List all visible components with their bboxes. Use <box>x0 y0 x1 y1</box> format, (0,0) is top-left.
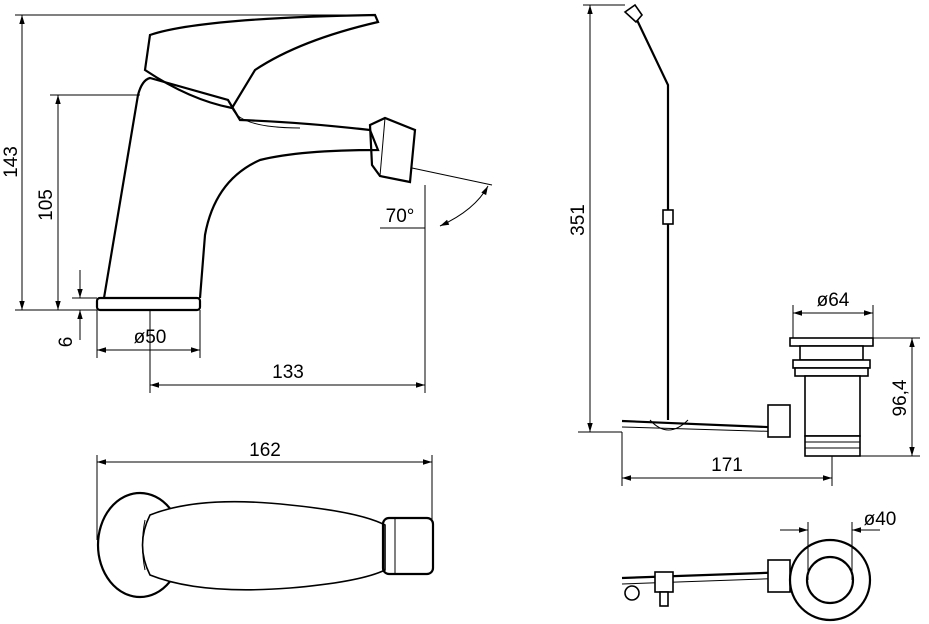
mixer-top-view <box>96 491 435 599</box>
pop-up-waste-top-view <box>621 538 872 622</box>
dim-total-height: 143 <box>1 146 22 178</box>
pop-up-waste-side-view <box>621 3 874 457</box>
dim-waste-diameter: ø64 <box>817 290 850 311</box>
dim-base-height: 6 <box>56 337 77 348</box>
top-view-dimensions: 162 <box>96 440 433 540</box>
dim-waste-height: 96,4 <box>890 379 911 416</box>
side-view-dimensions: 143 105 6 ø50 133 70° <box>1 14 493 393</box>
dim-outlet-diameter: ø40 <box>864 509 897 530</box>
dim-total-length: 162 <box>249 440 281 461</box>
waste-dimensions: 351 ø64 96,4 171 <box>568 4 920 486</box>
dim-spout-angle: 70° <box>386 206 415 227</box>
dim-rod-reach: 171 <box>711 455 743 476</box>
dim-rod-height: 351 <box>568 204 589 236</box>
outlet-dimension: ø40 <box>780 509 896 580</box>
dim-spout-height: 105 <box>36 189 57 221</box>
dim-spout-reach: 133 <box>272 362 304 383</box>
mixer-side-view <box>95 13 417 312</box>
